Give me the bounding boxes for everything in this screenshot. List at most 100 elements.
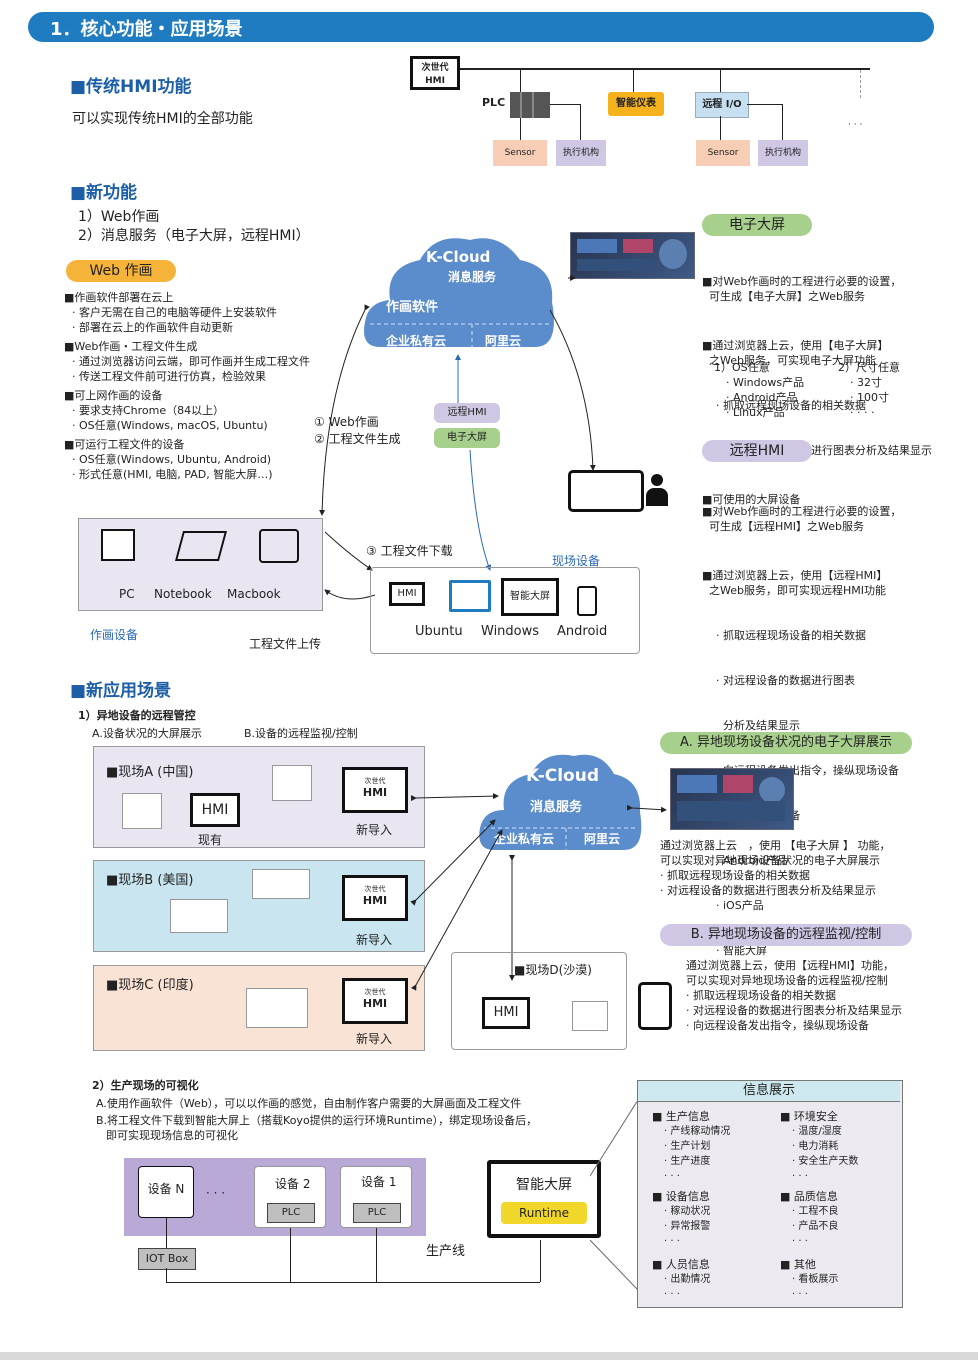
traditional-title: ■传统HMI功能 [70,77,192,97]
iot-box: IOT Box [138,1248,196,1270]
field-screen: 智能大屏 [501,578,559,616]
new-label-a: 新导入 [356,823,393,837]
more-dots: · · · [848,120,863,130]
info-2-i1: · 异常报警 [664,1221,711,1232]
info-title: 信息展示 [638,1081,900,1102]
info-env: ■ 环境安全 · 温度/湿度 · 电力消耗 · 安全生产天数 · · · [780,1109,858,1184]
web-notes: ■作画软件部署在云上 · 客户无需在自己的电脑等硬件上安装软件 · 部署在云上的… [64,290,344,482]
b-t4: · 对远程设备的数据进行图表分析及结果显示 [686,1004,902,1017]
cloud1-title: K-Cloud [426,248,491,266]
remote-p2: ■通过浏览器上云，使用【远程HMI】 之Web服务，即可实现远程HMI功能 [702,569,888,597]
screen-p1: ■对Web作画时的工程进行必要的设置， 可生成【电子大屏】之Web服务 [702,275,902,303]
hmi-d: HMI [482,997,530,1029]
site-a-label: ■现场A (中国) [106,765,194,780]
existing-label: 现有 [198,833,223,847]
flow-arrows-1 [319,275,596,600]
scenes-title: ■新应用场景 [70,681,172,701]
cloud1-priv: 企业私有云 [386,334,447,348]
zoom-lines [590,1099,639,1291]
info-3-title: ■ 品质信息 [780,1190,838,1203]
remote-i2: · 对远程设备的数据进行图表 [716,674,855,687]
g3-a: · 要求支持Chrome（84以上） [72,404,225,417]
machine-icon-a1 [122,793,162,829]
size-3: · · · · [850,406,875,419]
info-0-i3: · · · [664,1171,680,1182]
g3-b: · OS任意(Windows, macOS, Ubuntu) [72,419,268,432]
new-label-b: 新导入 [356,933,393,947]
info-1-i1: · 电力消耗 [792,1141,839,1152]
phone-icon [568,470,644,512]
pc-label: PC [119,587,135,601]
site-d: ■现场D(沙漠) HMI [451,952,627,1050]
machine-icon-b2 [170,899,228,933]
dashboard-image-1 [570,232,695,279]
size-list: 2）尺寸任意 · 32寸 · 100寸 · · · · [838,360,900,420]
viz-dots: · · · [206,1186,226,1200]
nextgen-hmi-b: 次世代 HMI [342,875,408,921]
newfunc-title: ■新功能 [70,183,138,203]
size-title: 2）尺寸任意 [838,361,900,374]
printer-icon [246,988,308,1028]
info-5-i1: · · · [792,1289,808,1300]
remote-panel: ■对Web作画时的工程进行必要的设置， 可生成【远程HMI】之Web服务 ■通过… [702,474,962,973]
ubuntu-label: Ubuntu [415,624,463,639]
screen-pill: 电子大屏 [702,214,812,236]
info-panel: 信息展示 ■ 生产信息 · 产线稼动情况 · 生产计划 · 生产进度 · · ·… [637,1080,903,1308]
machine-icon-a2 [272,765,312,801]
step2: ② 工程文件生成 [314,432,401,446]
newfunc-item2: 2）消息服务（电子大屏，远程HMI） [78,228,310,244]
plc-icon [510,92,550,118]
cloud2-title: K-Cloud [526,766,600,786]
b-pill: B. 异地现场设备的远程监视/控制 [660,924,912,946]
hmi-existing: HMI [190,793,240,827]
site-a: ■现场A (中国) HMI 现有 次世代 HMI 新导入 [93,746,425,848]
macbook-icon [259,529,299,563]
os-list: 1）OS任意 · Windows产品 · Android产品 · Linux产品 [714,360,804,420]
mobile-2: · iOS产品 [716,899,764,912]
kcloud-2 [479,754,642,850]
cloud1-soft: 作画软件 [386,300,439,315]
info-people: ■ 人员信息 · 出勤情况 · · · [652,1257,710,1302]
size-2: · 100寸 [850,391,889,404]
scene1: 1）异地设备的远程管控 [78,709,196,722]
g1-a: · 客户无需在自己的电脑等硬件上安装软件 [72,306,277,319]
nextgen-c-label: 次世代 [364,988,386,996]
plc-label: PLC [482,96,506,109]
nextgen-hmi-c: 次世代 HMI [342,978,408,1024]
macbook-label: Macbook [227,587,281,601]
b-t1: 通过浏览器上云，使用【远程HMI】功能， [686,959,895,972]
step3: ③ 工程文件下载 [366,544,453,558]
info-2-title: ■ 设备信息 [652,1190,710,1203]
actuator-2: 执行机构 [758,140,808,166]
g2-a: · 通过浏览器访问云端，即可作画并生成工程文件 [72,355,310,368]
site-c: ■现场C (印度) 次世代 HMI 新导入 [93,965,425,1051]
viz-b1: B.将工程文件下载到智能大屏上（搭载Koyo提供的运行环境Runtime），绑定… [96,1114,538,1127]
info-4-i0: · 出勤情况 [664,1274,711,1285]
os-2: · Android产品 [726,391,798,404]
info-device: ■ 设备信息 · 稼动状况 · 异常报警 · · · [652,1189,710,1249]
cloud2-ali: 阿里云 [584,832,621,846]
header-title: 1．核心功能・应用场景 [50,19,243,40]
g2-title: ■Web作画・工程文件生成 [64,340,198,353]
os-1: · Windows产品 [726,376,805,389]
dashboard-image-2 [670,768,794,830]
info-5-i0: · 看板展示 [792,1274,839,1285]
person-icon [646,474,668,508]
viz-title: 2）生产现场的可视化 [92,1079,199,1092]
device-1: 设备 1 PLC [340,1166,412,1228]
scene1b: B.设备的远程监视/控制 [244,727,358,740]
g4-title: ■可运行工程文件的设备 [64,438,185,451]
g4-b: · 形式任意(HMI, 电脑, PAD, 智能大屏…) [72,468,273,481]
b-t3: · 抓取远程现场设备的相关数据 [686,989,836,1002]
nextgen-hmi: 次世代 HMI [410,56,460,90]
page-footer-bar [0,1352,978,1360]
windows-label: Windows [481,624,540,639]
b-t2: 可以实现对异地现场设备的远程监视/控制 [686,974,888,987]
info-1-title: ■ 环境安全 [780,1110,838,1123]
pump-icon [572,1001,608,1031]
a-t4: · 对远程设备的数据进行图表分析及结果显示 [660,884,876,897]
info-quality: ■ 品质信息 · 工程不良 · 产品不良 · · · [780,1189,838,1249]
plc-2: PLC [267,1203,315,1223]
cloud1-sub: 消息服务 [448,270,497,284]
info-0-i2: · 生产进度 [664,1156,711,1167]
